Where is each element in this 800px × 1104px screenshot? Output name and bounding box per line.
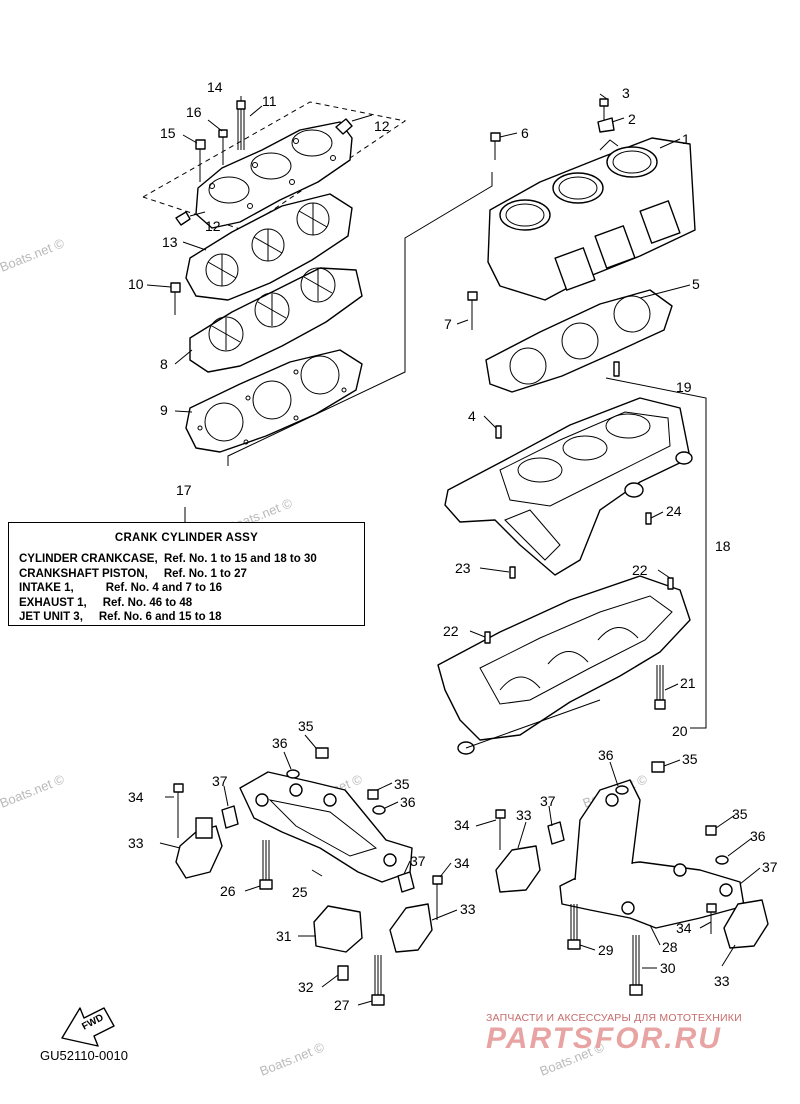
watermark: Boats.net © [258, 1039, 327, 1079]
callout-labels: 1 2 3 4 5 6 7 8 9 10 11 12 12 13 14 15 1… [128, 79, 778, 1013]
callout-label: 6 [521, 125, 529, 141]
callout-label: 19 [676, 379, 692, 395]
ref-line: CYLINDER CRANKCASE, Ref. No. 1 to 15 and… [19, 553, 317, 565]
cylinder-gasket [485, 289, 673, 393]
info-box-title: CRANK CYLINDER ASSY [114, 532, 259, 544]
callout-label: 7 [444, 316, 452, 332]
callout-label: 27 [334, 997, 350, 1013]
intake-gasket [185, 193, 353, 301]
group-bracket-line [227, 172, 493, 466]
callout-label: 2 [628, 111, 636, 127]
callout-label: 9 [160, 402, 168, 418]
callout-label: 24 [666, 503, 682, 519]
callout-label: 36 [750, 828, 766, 844]
callout-label: 34 [454, 817, 470, 833]
ref-line: CRANKSHAFT PISTON, Ref. No. 1 to 27 [19, 567, 247, 580]
callout-label: 36 [598, 747, 614, 763]
lower-crankcase [437, 575, 691, 755]
callout-label: 34 [676, 920, 692, 936]
callout-label: 13 [162, 234, 178, 250]
callout-label: 31 [276, 928, 292, 944]
callout-label: 14 [207, 79, 223, 95]
callout-label: 12 [374, 118, 390, 134]
callout-label: 22 [632, 562, 648, 578]
cylinder-base-gasket [185, 349, 363, 453]
callout-label: 33 [460, 901, 476, 917]
callout-label: 37 [762, 859, 778, 875]
watermark: Boats.net © [0, 771, 67, 811]
fwd-arrow-icon: FWD [61, 1007, 115, 1047]
callout-label: 34 [454, 855, 470, 871]
callout-label: 29 [598, 942, 614, 958]
callout-label: 34 [128, 789, 144, 805]
callout-label: 37 [540, 793, 556, 809]
callout-label: 33 [128, 835, 144, 851]
leader-lines [146, 93, 761, 1006]
callout-label: 28 [662, 939, 678, 955]
callout-label: 37 [212, 773, 228, 789]
callout-label: 3 [622, 85, 630, 101]
brand-watermark: ЗАПЧАСТИ И АКСЕССУАРЫ ДЛЯ МОТОТЕХНИКИ PA… [486, 1012, 786, 1056]
callout-label: 12 [205, 218, 221, 234]
callout-label: 35 [732, 806, 748, 822]
callout-label: 10 [128, 276, 144, 292]
right-engine-mount [495, 761, 769, 996]
callout-label: 33 [516, 807, 532, 823]
brand-logo: PARTSFOR.RU [486, 1022, 722, 1055]
callout-label: 17 [176, 482, 192, 498]
ref-line: EXHAUST 1, Ref. No. 46 to 48 [19, 596, 193, 609]
callout-label: 35 [394, 776, 410, 792]
callout-label: 11 [262, 93, 277, 109]
callout-label: 36 [400, 794, 416, 810]
callout-label: 5 [692, 276, 700, 292]
callout-label: 30 [660, 960, 676, 976]
brand-tagline: ЗАПЧАСТИ И АКСЕССУАРЫ ДЛЯ МОТОТЕХНИКИ [486, 1012, 742, 1024]
cylinder-block [467, 98, 696, 330]
callout-label: 33 [714, 973, 730, 989]
watermark: Boats.net © [0, 235, 67, 275]
bracket-18 [605, 377, 707, 729]
callout-label: 37 [410, 853, 426, 869]
callout-label: 15 [160, 125, 176, 141]
info-box-lines: CYLINDER CRANKCASE, Ref. No. 1 to 15 and… [19, 552, 364, 625]
callout-label: 23 [455, 560, 471, 576]
callout-label: 16 [186, 104, 202, 120]
callout-label: 35 [298, 718, 314, 734]
callout-label: 20 [672, 723, 688, 739]
callout-label: 8 [160, 356, 168, 372]
intake-cover-group [142, 100, 407, 231]
reed-valve-block [170, 267, 363, 373]
callout-label: 21 [680, 675, 696, 691]
callout-label: 1 [682, 131, 690, 147]
diagram-code: GU52110-0010 [40, 1048, 128, 1063]
callout-label: 32 [298, 979, 314, 995]
leader [465, 699, 601, 749]
callout-label: 18 [715, 538, 731, 554]
callout-label: 26 [220, 883, 236, 899]
ref-line: JET UNIT 3, Ref. No. 6 and 15 to 18 [19, 611, 222, 623]
callout-label: 25 [292, 884, 308, 900]
callout-label: 22 [443, 623, 459, 639]
callout-label: 36 [272, 735, 288, 751]
assembly-info-box: CRANK CYLINDER ASSY CYLINDER CRANKCASE, … [8, 522, 365, 626]
callout-label: 4 [468, 408, 476, 424]
ref-line: INTAKE 1, Ref. No. 4 and 7 to 16 [19, 582, 222, 594]
callout-label: 35 [682, 751, 698, 767]
left-engine-mount [173, 747, 443, 1006]
upper-crankcase [444, 361, 693, 579]
